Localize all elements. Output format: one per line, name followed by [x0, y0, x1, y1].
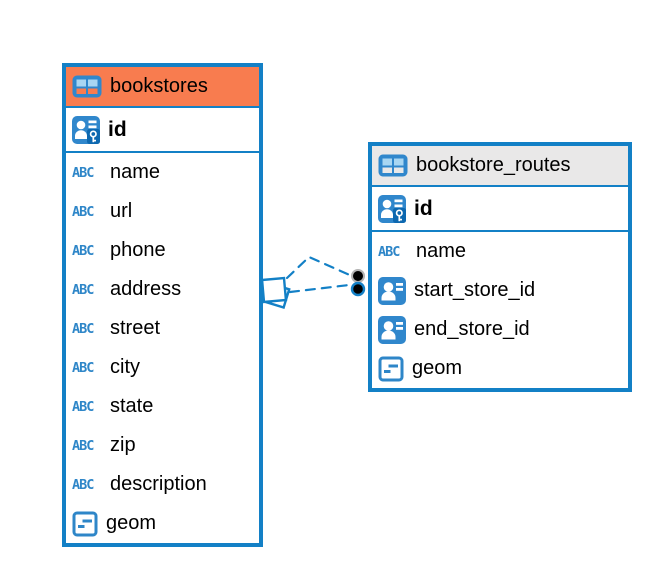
connection-handle-icon[interactable]	[260, 276, 291, 309]
text-icon: ABC	[378, 244, 408, 260]
connection-endpoint-dot-bottom[interactable]	[350, 281, 366, 297]
text-icon: ABC	[72, 399, 102, 415]
geometry-icon	[378, 356, 404, 382]
column-row-address[interactable]: ABC address	[66, 270, 259, 309]
relationship-bookstores-bookstore-routes[interactable]	[285, 255, 354, 294]
column-row-name[interactable]: ABC name	[66, 153, 259, 192]
column-row-name[interactable]: ABC name	[372, 232, 628, 271]
foreign-key-icon	[378, 315, 406, 344]
text-icon-glyph: ABC	[72, 164, 94, 181]
column-name: address	[110, 278, 182, 300]
text-icon: ABC	[72, 243, 102, 259]
text-icon-glyph: ABC	[72, 437, 94, 454]
geometry-icon	[72, 511, 98, 537]
column-row-start_store_id[interactable]: start_store_id	[372, 271, 628, 310]
text-icon: ABC	[72, 204, 102, 220]
text-icon-glyph: ABC	[72, 281, 94, 298]
table-header-bookstore_routes[interactable]: bookstore_routes	[372, 146, 628, 187]
table-icon	[378, 154, 408, 177]
text-icon: ABC	[72, 282, 102, 298]
column-name: description	[110, 473, 207, 495]
column-name: geom	[412, 357, 463, 379]
column-row-street[interactable]: ABC street	[66, 309, 259, 348]
primary-key-icon	[378, 194, 406, 223]
column-row-zip[interactable]: ABC zip	[66, 426, 259, 465]
table-icon	[72, 75, 102, 98]
column-name: start_store_id	[414, 279, 536, 301]
column-row-end_store_id[interactable]: end_store_id	[372, 310, 628, 349]
connection-endpoint-dot-top[interactable]	[351, 269, 365, 283]
column-row-city[interactable]: ABC city	[66, 348, 259, 387]
text-icon: ABC	[72, 165, 102, 181]
column-row-phone[interactable]: ABC phone	[66, 231, 259, 270]
column-name: state	[110, 395, 154, 417]
column-row-geom[interactable]: geom	[66, 504, 259, 543]
text-icon: ABC	[72, 477, 102, 493]
table-header-bookstores[interactable]: bookstores	[66, 67, 259, 108]
primary-key-icon	[72, 115, 100, 144]
column-name: id	[108, 117, 127, 141]
text-icon-glyph: ABC	[72, 242, 94, 259]
table-title: bookstores	[110, 75, 208, 97]
text-icon-glyph: ABC	[72, 203, 94, 220]
column-name: geom	[106, 512, 157, 534]
handle-square-back	[263, 282, 291, 309]
column-name: end_store_id	[414, 318, 530, 340]
foreign-key-icon	[378, 276, 406, 305]
column-row-id[interactable]: id	[66, 108, 259, 153]
column-name: street	[110, 317, 161, 339]
text-icon-glyph: ABC	[72, 398, 94, 415]
column-row-id[interactable]: id	[372, 187, 628, 232]
relationship-line-lower[interactable]	[288, 283, 351, 294]
column-name: url	[110, 200, 133, 222]
text-icon-glyph: ABC	[72, 320, 94, 337]
column-row-geom[interactable]: geom	[372, 349, 628, 388]
text-icon: ABC	[72, 360, 102, 376]
column-row-state[interactable]: ABC state	[66, 387, 259, 426]
table-title: bookstore_routes	[416, 154, 571, 176]
text-icon: ABC	[72, 438, 102, 454]
column-name: zip	[110, 434, 136, 456]
column-name: phone	[110, 239, 166, 261]
column-name: name	[110, 161, 161, 183]
connection-endpoint-dots	[350, 269, 366, 297]
text-icon: ABC	[72, 321, 102, 337]
column-row-url[interactable]: ABC url	[66, 192, 259, 231]
column-row-description[interactable]: ABC description	[66, 465, 259, 504]
column-name: name	[416, 240, 467, 262]
column-name: id	[414, 196, 433, 220]
text-icon-glyph: ABC	[378, 243, 400, 260]
relationship-line-upper[interactable]	[285, 255, 354, 280]
column-name: city	[110, 356, 140, 378]
text-icon-glyph: ABC	[72, 359, 94, 376]
handle-square-front	[260, 276, 288, 304]
text-icon-glyph: ABC	[72, 476, 94, 493]
